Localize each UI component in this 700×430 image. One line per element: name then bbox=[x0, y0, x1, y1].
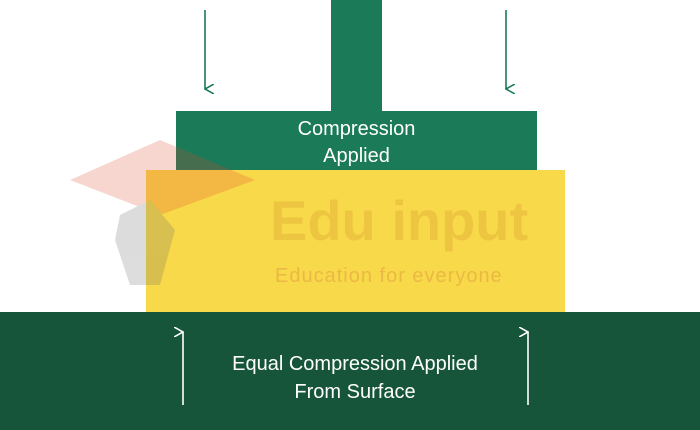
watermark-tagline: Education for everyone bbox=[275, 265, 503, 287]
press-label: Compression Applied bbox=[176, 116, 537, 170]
press-label-line-1: Compression bbox=[297, 118, 416, 140]
watermark-logo-icon bbox=[70, 140, 255, 285]
press-plate bbox=[176, 111, 537, 171]
surface-label: Equal Compression Applied From Surface bbox=[190, 350, 520, 406]
watermark-brand: Edu input bbox=[270, 189, 528, 252]
surface-label-line-2: From Surface bbox=[294, 381, 416, 403]
surface-label-line-1: Equal Compression Applied bbox=[232, 353, 478, 375]
compressed-material-block bbox=[146, 170, 565, 314]
base-surface bbox=[0, 312, 700, 430]
press-stem bbox=[331, 0, 382, 112]
press-label-line-2: Applied bbox=[323, 145, 390, 167]
